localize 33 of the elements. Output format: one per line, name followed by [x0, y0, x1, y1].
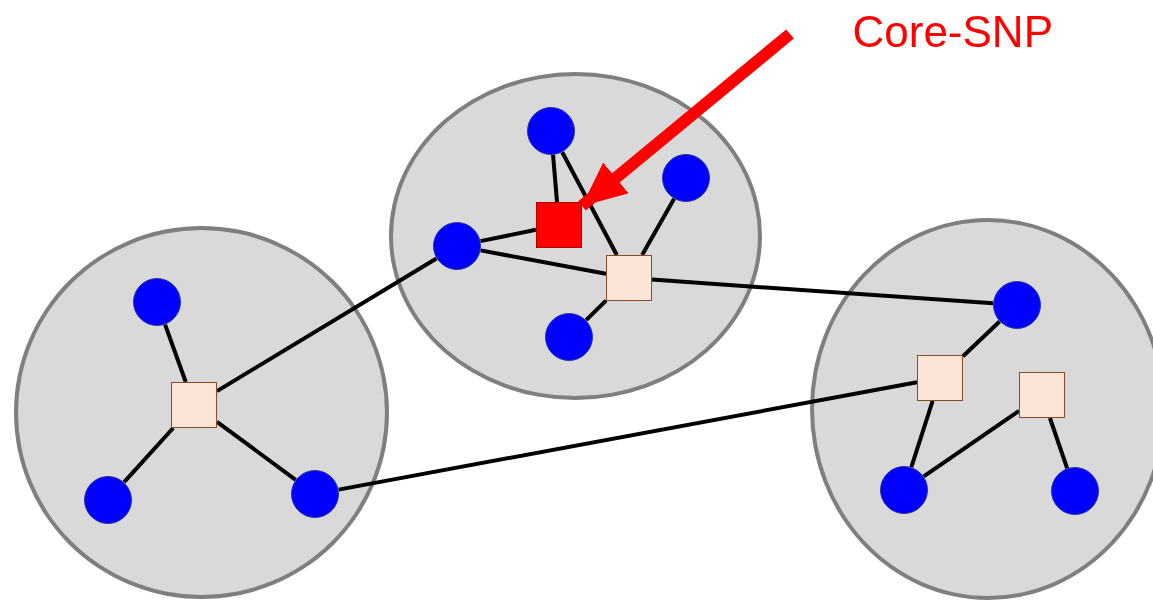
circle-node	[545, 313, 593, 361]
square-node	[606, 255, 652, 301]
square-node	[536, 202, 582, 248]
connector-line	[922, 409, 1021, 479]
callout-label: Core-SNP	[790, 2, 1053, 62]
square-node	[171, 382, 217, 428]
connector-line	[1048, 417, 1070, 469]
circle-node	[880, 466, 928, 514]
connector-line	[961, 320, 1001, 358]
square-node	[1019, 372, 1065, 418]
connector-line	[122, 426, 175, 484]
circle-node	[993, 281, 1041, 329]
circle-node	[662, 154, 710, 202]
circle-node	[133, 278, 181, 326]
circle-node	[527, 107, 575, 155]
square-node	[917, 355, 963, 401]
connector-line	[163, 323, 188, 383]
connector-line	[338, 380, 918, 492]
connector-line	[480, 227, 537, 244]
circle-node	[1051, 467, 1099, 515]
connector-line	[551, 154, 560, 203]
connector-line	[215, 420, 297, 482]
connector-line	[215, 256, 438, 393]
connector-line	[640, 197, 676, 256]
connector-line	[909, 400, 935, 468]
circle-node	[291, 470, 339, 518]
connector-line	[584, 299, 608, 322]
pointer-arrow	[578, 29, 794, 211]
circle-node	[84, 476, 132, 524]
connector-line	[560, 151, 619, 256]
connector-line	[480, 248, 607, 276]
circle-node	[433, 222, 481, 270]
connector-line	[651, 277, 994, 306]
